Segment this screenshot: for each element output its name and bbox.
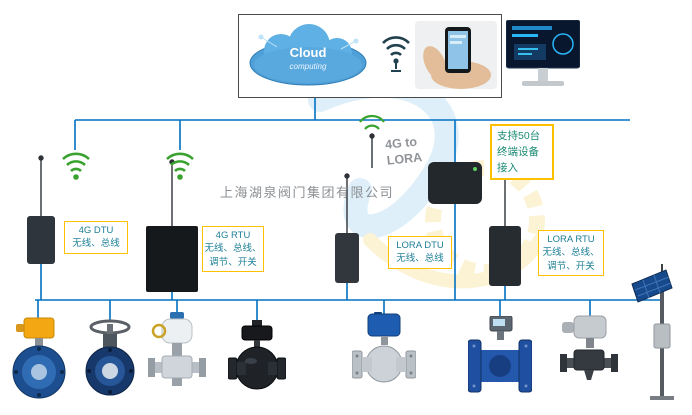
cloud-subtitle: computing [290,62,327,71]
label-desc: 调节、开关 [209,256,257,268]
wifi-signal-icon [62,152,90,180]
solar-panel-pole [631,264,674,400]
black-ball-valve [228,320,286,390]
label-desc: 无线、总线、 [204,243,262,255]
wifi-signal-icon [382,36,410,72]
label-title: 4G DTU [78,225,114,236]
capacity-note-line3: 接入 [497,161,518,174]
computer-monitor-photo [506,20,580,86]
label-desc: 无线、总线 [396,253,444,265]
device-4g-dtu [27,216,55,264]
gateway-note-line2: LORA [386,149,423,168]
hand-holding-phone-photo [415,21,497,89]
gateway-led [473,167,477,171]
control-gate-valve [148,312,206,386]
device-label-4g-rtu: 4G RTU 无线、总线、 调节、开关 [202,226,264,272]
capacity-note-line1: 支持50台 [497,130,541,142]
cloud-title: Cloud [290,45,327,60]
electric-butterfly-valve [12,317,66,399]
label-title: LORA DTU [396,240,444,251]
capacity-note-line2: 终端设备 [497,145,539,158]
cloud-computing-icon: Cloud computing [249,24,367,86]
gateway-wifi-arcs [359,114,385,130]
label-title: LORA RTU [547,234,595,245]
label-desc: 无线、总线、 [542,247,600,259]
gateway-note: 4G to LORA [384,134,422,169]
label-title: 4G RTU [215,230,251,241]
electric-ball-valve [352,312,416,383]
device-4g-lora-gateway [428,162,482,204]
cloud-platform-box: Cloud computing [238,14,502,98]
device-4g-rtu [146,226,198,292]
company-watermark: 上海湖泉阀门集团有限公司 [220,185,395,200]
device-label-lora-dtu: LORA DTU 无线、总线 [388,236,452,269]
manual-butterfly-valve [85,319,135,396]
device-label-4g-dtu: 4G DTU 无线、总线 [64,221,128,254]
device-lora-dtu [335,233,359,283]
device-lora-rtu [489,226,521,286]
device-label-lora-rtu: LORA RTU 无线、总线、 调节、开关 [538,230,604,276]
electric-globe-valve [560,315,618,380]
label-desc: 调节、开关 [547,260,595,272]
electromagnetic-flowmeter [468,316,532,393]
wifi-signal-icon [166,152,194,180]
capacity-note-box: 支持50台 终端设备 接入 [490,124,554,180]
label-desc: 无线、总线 [72,238,120,250]
